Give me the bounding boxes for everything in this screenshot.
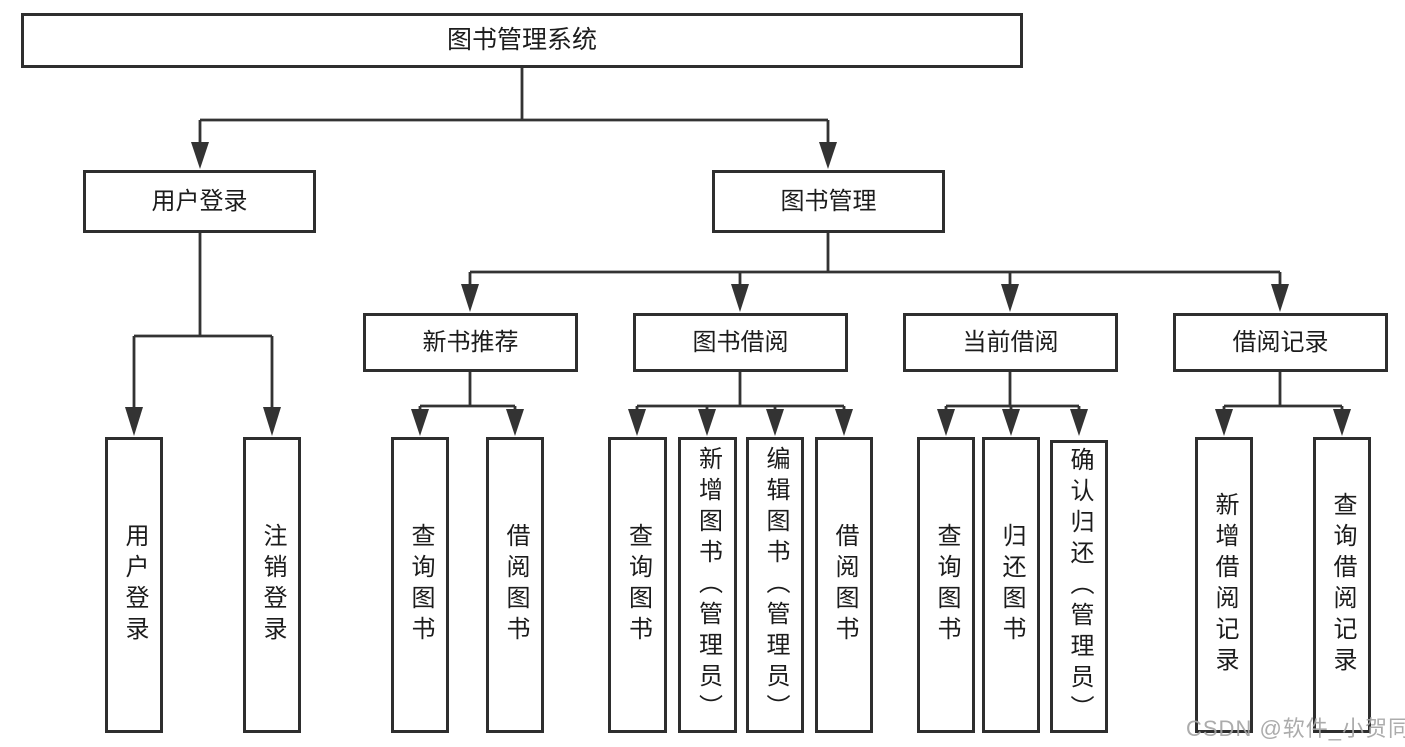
leaf-query-books-borrow: 查询图书 bbox=[608, 437, 667, 733]
leaf-logout: 注销登录 bbox=[243, 437, 301, 733]
node-user-login: 用户登录 bbox=[83, 170, 316, 233]
leaf-user-login: 用户登录 bbox=[105, 437, 163, 733]
leaf-return-books: 归还图书 bbox=[982, 437, 1040, 733]
node-library-management-system: 图书管理系统 bbox=[21, 13, 1023, 68]
leaf-borrow-books-recommend: 借阅图书 bbox=[486, 437, 544, 733]
leaf-confirm-return-admin: 确认归还（管理员） bbox=[1050, 440, 1108, 733]
node-current-borrow: 当前借阅 bbox=[903, 313, 1118, 372]
leaf-query-books-current: 查询图书 bbox=[917, 437, 975, 733]
node-book-management: 图书管理 bbox=[712, 170, 945, 233]
leaf-query-borrow-record: 查询借阅记录 bbox=[1313, 437, 1371, 733]
leaf-edit-book-admin: 编辑图书（管理员） bbox=[746, 437, 804, 733]
leaf-add-borrow-record: 新增借阅记录 bbox=[1195, 437, 1253, 733]
leaf-borrow-books: 借阅图书 bbox=[815, 437, 873, 733]
arrowheads bbox=[125, 142, 1351, 436]
csdn-watermark: CSDN @软件_小贺同学 bbox=[1186, 716, 1405, 741]
node-borrow-records: 借阅记录 bbox=[1173, 313, 1388, 372]
leaf-query-books-recommend: 查询图书 bbox=[391, 437, 449, 733]
node-book-borrow: 图书借阅 bbox=[633, 313, 848, 372]
leaf-add-book-admin: 新增图书（管理员） bbox=[678, 437, 737, 733]
node-new-book-recommend: 新书推荐 bbox=[363, 313, 578, 372]
